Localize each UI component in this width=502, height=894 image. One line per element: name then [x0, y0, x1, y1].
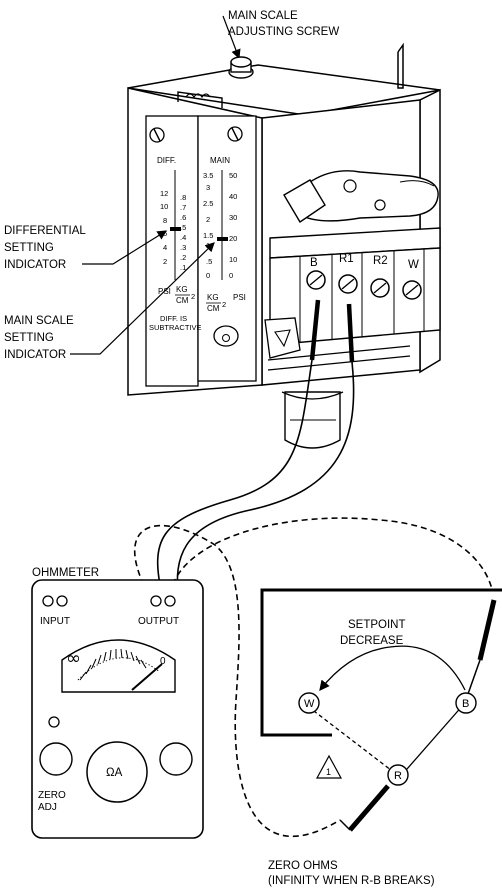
diff-tick: 8 — [163, 216, 167, 225]
meter-zero: 0 — [160, 656, 166, 667]
input-jack-2 — [56, 595, 68, 607]
zero-adjust-knob — [39, 742, 73, 776]
diff-kg-tick: .1 — [180, 263, 186, 272]
contact-b — [455, 692, 477, 714]
main-kg-tick: 3.5 — [203, 171, 213, 180]
callout-main-line2: SETTING — [4, 332, 54, 344]
diff-kg-tick: .4 — [180, 233, 186, 242]
callout-diff-line1: DIFFERENTIAL — [4, 225, 86, 237]
terminal-r1: R1 — [339, 253, 354, 265]
main-cm-sup: 2 — [222, 300, 226, 309]
main-kg-tick: 3 — [206, 183, 210, 192]
input-label: INPUT — [40, 616, 70, 627]
diff-cm-sup: 2 — [191, 292, 195, 301]
setpoint-line1: SETPOINT — [348, 619, 406, 631]
contact-r — [387, 764, 409, 786]
diff-tick: 6 — [163, 229, 167, 238]
diff-kg-tick: .8 — [180, 193, 186, 202]
output-label: OUTPUT — [138, 616, 179, 627]
callout-main-line1: MAIN SCALE — [4, 315, 74, 327]
range-knob-label: ΩA — [106, 767, 123, 779]
main-kg-tick: 2 — [206, 215, 210, 224]
meter-needle — [131, 663, 163, 691]
ohmmeter: OHMMETER INPUT OUTPUT ∞ 0 ZER — [31, 567, 204, 839]
terminal-w: W — [408, 259, 419, 271]
right-knob — [159, 742, 193, 776]
main-kg-unit: KG — [207, 293, 219, 302]
diff-kg-tick: .5 — [180, 223, 186, 232]
main-psi-tick: 40 — [229, 192, 237, 201]
main-psi-ticks: 50 40 30 20 10 0 — [229, 171, 237, 280]
main-kg-tick: 2.5 — [203, 199, 213, 208]
terminal-b: B — [310, 257, 318, 269]
contact-w — [298, 692, 320, 714]
main-psi-tick: 0 — [229, 271, 233, 280]
diff-kg-tick: .2 — [180, 253, 186, 262]
contact-b-label: B — [462, 698, 469, 710]
input-jack-1 — [42, 595, 54, 607]
contact-r-label: R — [394, 770, 402, 782]
dashed-lead — [133, 517, 495, 837]
diff-note-1: DIFF. IS — [160, 314, 187, 323]
zero-adj-line2: ADJ — [38, 802, 57, 813]
terminal-r2: R2 — [373, 255, 388, 267]
note-triangle — [315, 754, 343, 779]
main-scale-screw-callout: MAIN SCALE ADJUSTING SCREW — [222, 10, 339, 60]
main-kg-tick: 0 — [206, 271, 210, 280]
main-psi-unit: PSI — [233, 293, 246, 302]
callout-screw-line2: ADJUSTING SCREW — [228, 26, 339, 38]
terminal-block: B R1 R2 W — [269, 227, 441, 346]
main-psi-tick: 30 — [229, 213, 237, 222]
note-number: 1 — [326, 767, 331, 777]
main-indicator — [217, 237, 228, 241]
diff-cm-unit: CM — [176, 296, 189, 305]
meter-scale-ticks — [79, 648, 147, 681]
diff-tick: 10 — [160, 202, 168, 211]
callout-screw-line1: MAIN SCALE — [228, 10, 298, 22]
main-scale-indicator-callout: MAIN SCALE SETTING INDICATOR — [4, 242, 215, 361]
adjusting-screw — [228, 56, 254, 79]
terminal-screws — [306, 270, 422, 300]
setpoint-line2: DECREASE — [340, 635, 404, 647]
diff-label: DIFF. — [157, 156, 176, 165]
callout-diff-line3: INDICATOR — [4, 259, 66, 271]
mercury-switch — [283, 170, 439, 223]
footer-line2: (INFINITY WHEN R-B BREAKS) — [268, 875, 435, 887]
diff-kg-tick: .7 — [180, 203, 186, 212]
zero-adj-line1: ZERO — [38, 790, 66, 801]
callout-diff-line2: SETTING — [4, 242, 54, 254]
diff-kg-unit: KG — [176, 285, 188, 294]
footer-line1: ZERO OHMS — [268, 860, 338, 872]
diff-tick: 12 — [160, 189, 168, 198]
main-psi-tick: 50 — [229, 171, 237, 180]
main-psi-tick: 10 — [229, 255, 237, 264]
setpoint-inset: SETPOINT DECREASE W B R 1 — [260, 588, 502, 832]
diff-kg-ticks: .8 .7 .6 .5 .4 .3 .2 .1 — [180, 193, 186, 272]
meter-leads — [156, 299, 355, 596]
diff-kg-tick: .3 — [180, 243, 186, 252]
diff-kg-tick: .6 — [180, 213, 186, 222]
main-kg-tick: 1.5 — [203, 231, 213, 240]
output-jack-2 — [164, 595, 176, 607]
diff-tick: 2 — [163, 257, 167, 266]
footer-note: ZERO OHMS (INFINITY WHEN R-B BREAKS) — [268, 860, 435, 887]
main-psi-tick: 20 — [229, 234, 237, 243]
ohmmeter-title: OHMMETER — [32, 567, 99, 579]
main-label: MAIN — [210, 156, 230, 165]
callout-main-line3: INDICATOR — [4, 349, 66, 361]
pressure-controller: DIFF. 12 10 8 6 4 2 .8 .7 .6 .5 .4 .3 .2… — [127, 42, 441, 449]
contact-w-label: W — [304, 698, 315, 710]
diff-tick: 4 — [163, 243, 167, 252]
range-knob — [86, 741, 148, 803]
meter-infinity: ∞ — [66, 648, 81, 669]
diff-note-2: SUBTRACTIVE — [149, 323, 202, 332]
diff-indicator — [170, 227, 181, 231]
differential-indicator-callout: DIFFERENTIAL SETTING INDICATOR — [4, 225, 168, 271]
main-cm-unit: CM — [207, 304, 220, 313]
main-kg-tick: .5 — [206, 257, 212, 266]
output-jack-1 — [150, 595, 162, 607]
